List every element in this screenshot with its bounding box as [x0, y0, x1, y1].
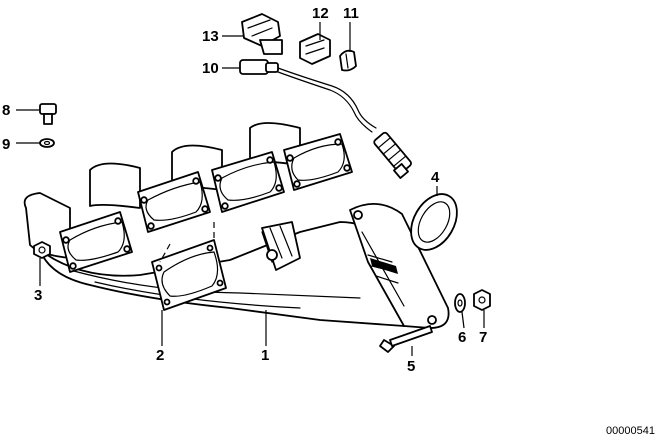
washer-part-9	[39, 138, 55, 148]
nut-part-3	[33, 241, 51, 259]
port-flange-3	[211, 151, 285, 213]
callout-7: 7	[479, 329, 487, 346]
diagram-reference-number: 00000541	[606, 425, 655, 437]
callout-2: 2	[156, 347, 164, 364]
callout-1: 1	[261, 347, 269, 364]
callout-5: 5	[407, 358, 415, 375]
callout-8: 8	[2, 102, 10, 119]
screw-part-8	[39, 103, 57, 125]
callout-13: 13	[202, 28, 219, 45]
port-flange-4	[283, 133, 353, 191]
callout-10: 10	[202, 60, 219, 77]
oxygen-sensor	[239, 59, 412, 179]
cable-clip-13	[241, 13, 283, 55]
callout-12: 12	[312, 5, 329, 22]
grommet-11	[339, 49, 357, 72]
callout-9: 9	[2, 136, 10, 153]
callout-4: 4	[431, 169, 440, 186]
leader-lines	[16, 22, 485, 356]
port-flange-2	[137, 171, 211, 233]
manifold-gasket	[151, 239, 227, 311]
stud-bolt	[379, 325, 433, 353]
port-flange-1	[59, 211, 133, 273]
nut-part-7	[473, 289, 491, 311]
callout-labels: 1 2 3 4 5 6 7 8 9 10 11 12 13	[2, 5, 487, 375]
washer-part-6	[454, 293, 466, 313]
cable-holder-12	[299, 33, 331, 65]
exhaust-manifold	[23, 122, 450, 329]
callout-3: 3	[34, 287, 42, 304]
callout-6: 6	[458, 329, 466, 346]
sealing-ring	[410, 193, 458, 251]
callout-11: 11	[343, 5, 359, 22]
